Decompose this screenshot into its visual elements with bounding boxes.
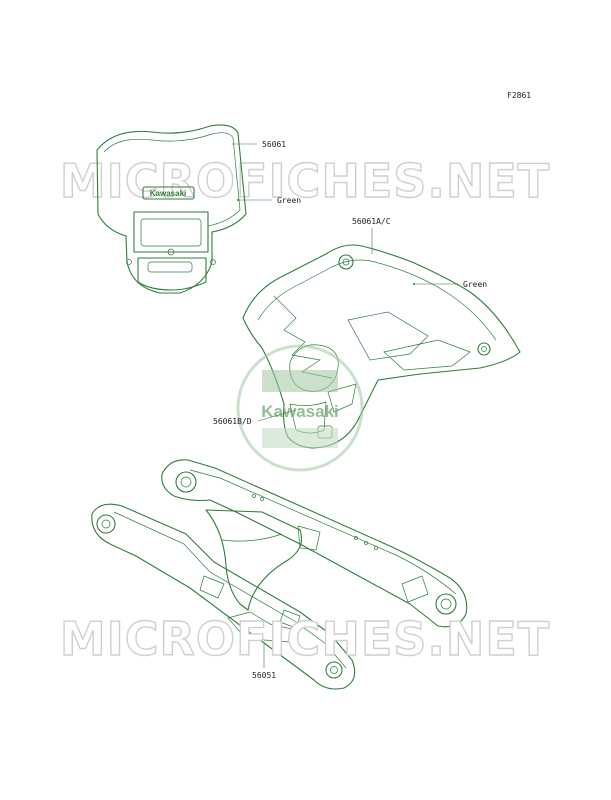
kawasaki-logo-watermark — [236, 344, 364, 472]
leader-56061bd — [257, 409, 297, 422]
callout-56061ac: 56061A/C — [352, 217, 391, 226]
callout-56051: 56051 — [252, 671, 276, 680]
callout-56061: 56061 — [262, 140, 286, 149]
swingarm[interactable] — [91, 459, 468, 690]
callout-56061bd: 56061B/D — [213, 417, 252, 426]
watermark-top: MICROFICHES.NET — [60, 154, 550, 208]
callout-green-headlight: Green — [277, 196, 301, 205]
headlight-brand-label: Kawasaki — [150, 189, 186, 198]
watermark-bottom: MICROFICHES.NET — [60, 612, 550, 666]
kawasaki-logo-text: Kawasaki — [261, 402, 339, 421]
callout-green-shroud: Green — [463, 280, 487, 289]
figure-code: F2861 — [507, 91, 531, 100]
headlight-cowl[interactable] — [96, 124, 247, 294]
